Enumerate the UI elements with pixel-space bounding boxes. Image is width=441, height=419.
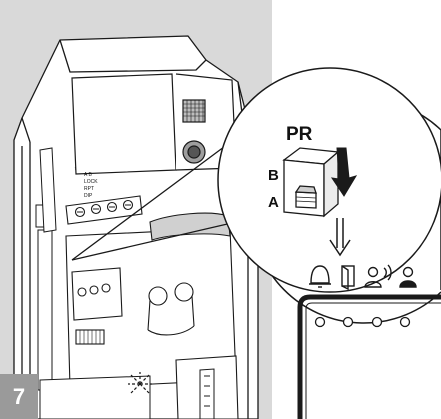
led-door bbox=[344, 318, 353, 327]
board-label-arrow: ↑ bbox=[74, 166, 77, 172]
board-label-rpt: RPT bbox=[84, 186, 94, 192]
pr-switch bbox=[284, 148, 338, 216]
switch-name-label: PR bbox=[286, 124, 313, 145]
board-label-ab: A B bbox=[84, 172, 92, 178]
switch-position-b: B bbox=[268, 167, 279, 184]
board-label-lock: LOCK bbox=[84, 179, 98, 185]
speaker-module bbox=[72, 74, 236, 174]
switch-position-a: A bbox=[268, 194, 279, 211]
led-person bbox=[401, 318, 410, 327]
led-bell bbox=[316, 318, 325, 327]
board-label-dip: DIP bbox=[84, 193, 93, 199]
led-speaking bbox=[373, 318, 382, 327]
step-number-badge: 7 bbox=[0, 374, 38, 419]
